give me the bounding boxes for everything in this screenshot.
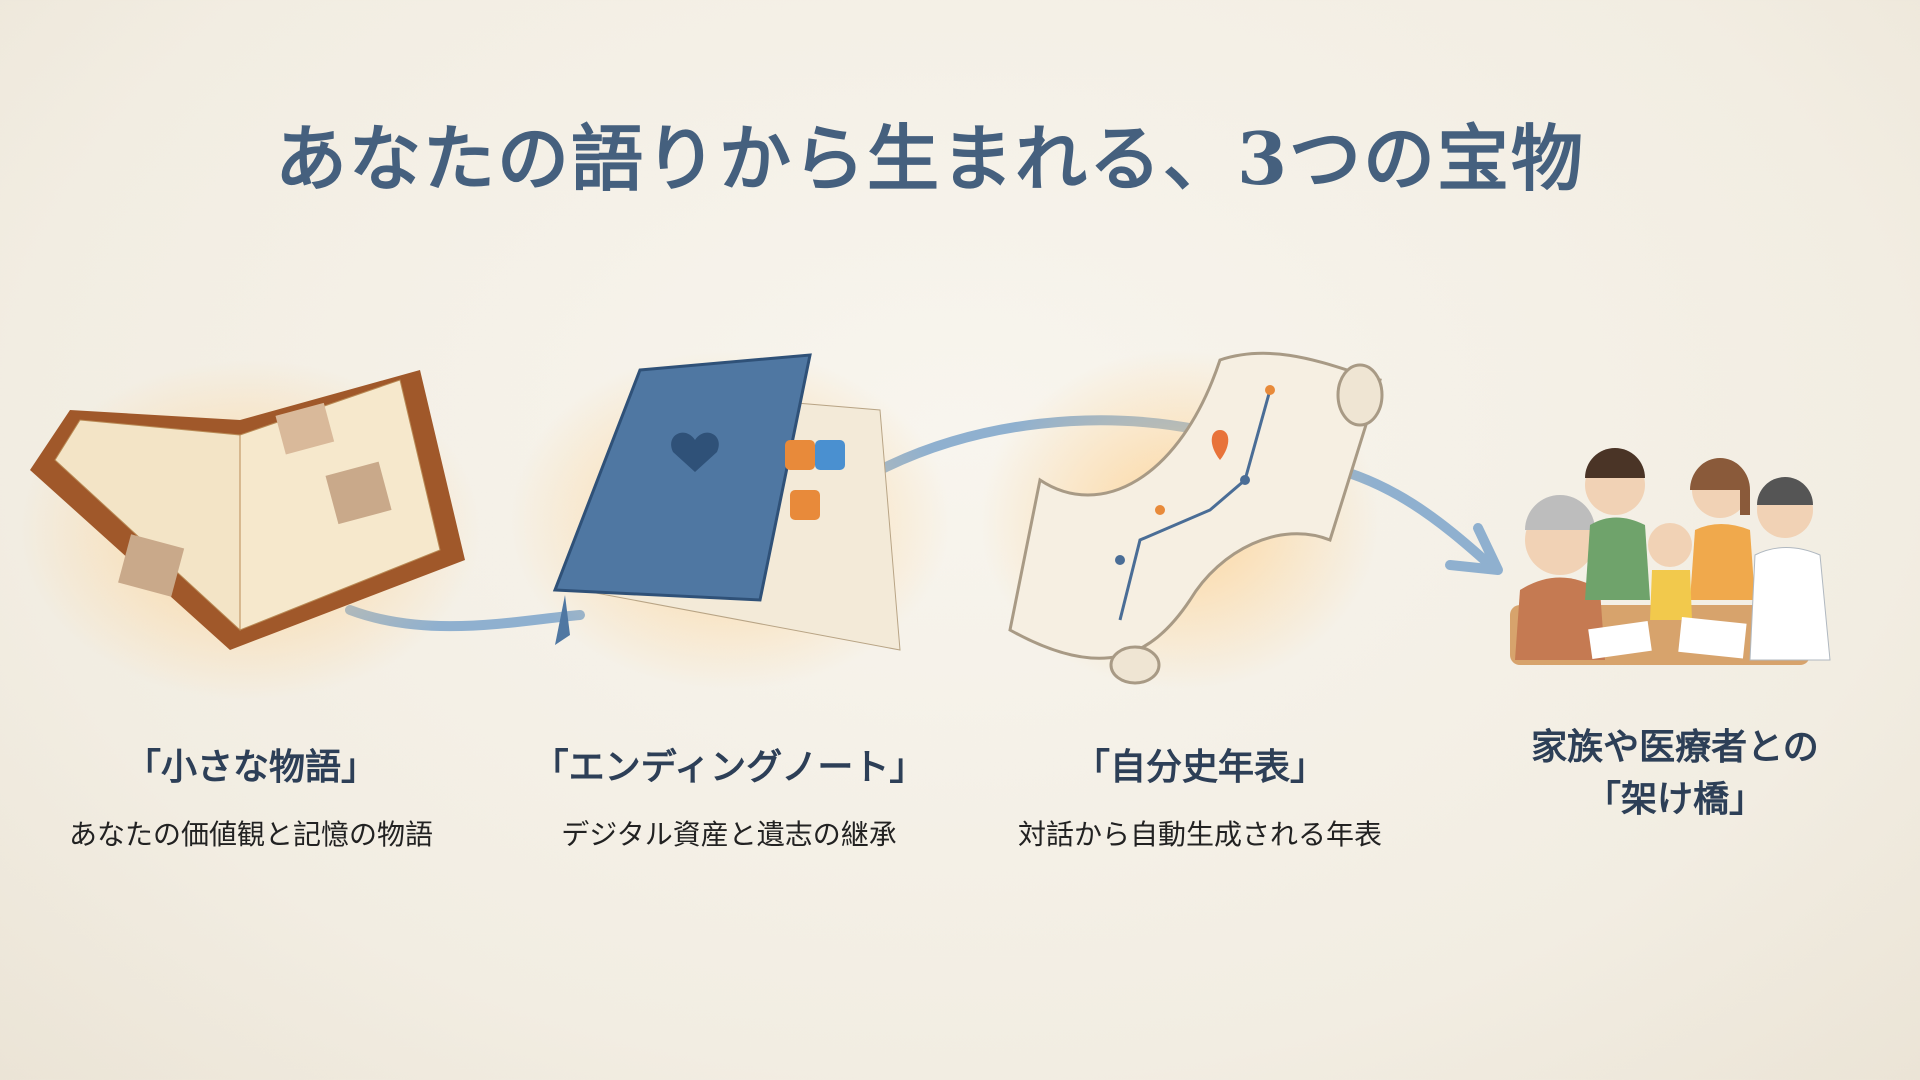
notebook-icon bbox=[510, 350, 950, 690]
arrow-head-icon bbox=[1445, 523, 1503, 575]
family-doctor-icon bbox=[1510, 448, 1831, 665]
item-bridge: 家族や医療者との 「架け橋」 bbox=[1415, 725, 1920, 823]
item-heading: 「エンディングノート」 bbox=[532, 747, 926, 788]
item-subtitle: あなたの価値観と記憶の物語 bbox=[68, 818, 433, 851]
open-book-icon bbox=[20, 360, 480, 700]
item-personal-timeline: 「自分史年表」 対話から自動生成される年表 bbox=[940, 745, 1460, 853]
item-heading-line1: 家族や医療者との bbox=[1531, 727, 1819, 768]
item-heading: 「小さな物語」 bbox=[124, 747, 377, 788]
item-subtitle: デジタル資産と遺志の継承 bbox=[561, 818, 897, 851]
page-title: あなたの語りから生まれる、3つの宝物 bbox=[274, 116, 1586, 201]
timeline-scroll-icon bbox=[980, 350, 1384, 690]
item-subtitle: 対話から自動生成される年表 bbox=[1017, 818, 1382, 851]
item-heading: 「自分史年表」 bbox=[1073, 747, 1326, 788]
item-heading-line2: 「架け橋」 bbox=[1584, 779, 1765, 820]
item-ending-note: 「エンディングノート」 デジタル資産と遺志の継承 bbox=[469, 745, 989, 853]
item-small-story: 「小さな物語」 あなたの価値観と記憶の物語 bbox=[0, 745, 511, 853]
